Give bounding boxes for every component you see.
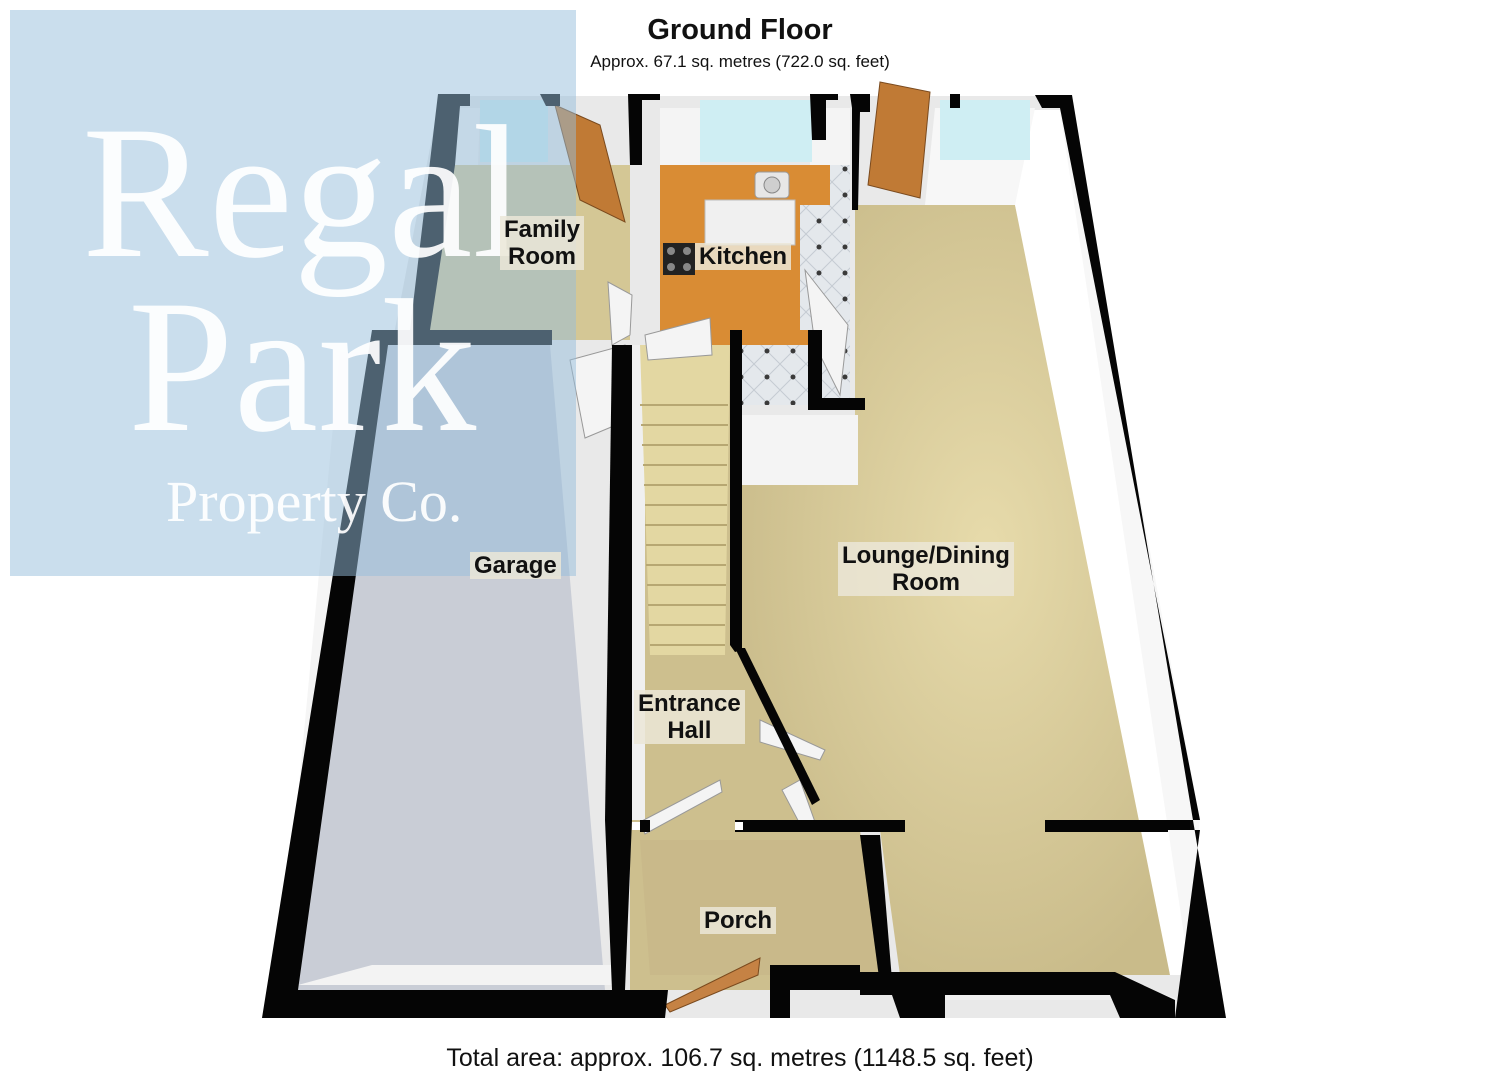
room-label-entrance-hall: Entrance Hall [634,690,745,744]
staircase [640,345,730,655]
room-label-lounge-dining: Lounge/Dining Room [838,542,1014,596]
room-label-kitchen: Kitchen [695,243,792,270]
wall-end-caps [632,822,743,830]
total-area: Total area: approx. 106.7 sq. metres (11… [446,1044,1034,1072]
floor-area: Approx. 67.1 sq. metres (722.0 sq. feet) [590,52,890,71]
doors [554,81,931,1013]
room-label-family-room: Family Room [500,216,585,270]
floor-title: Ground Floor [647,14,833,46]
room-label-porch: Porch [700,907,777,934]
room-label-garage: Garage [470,552,561,579]
